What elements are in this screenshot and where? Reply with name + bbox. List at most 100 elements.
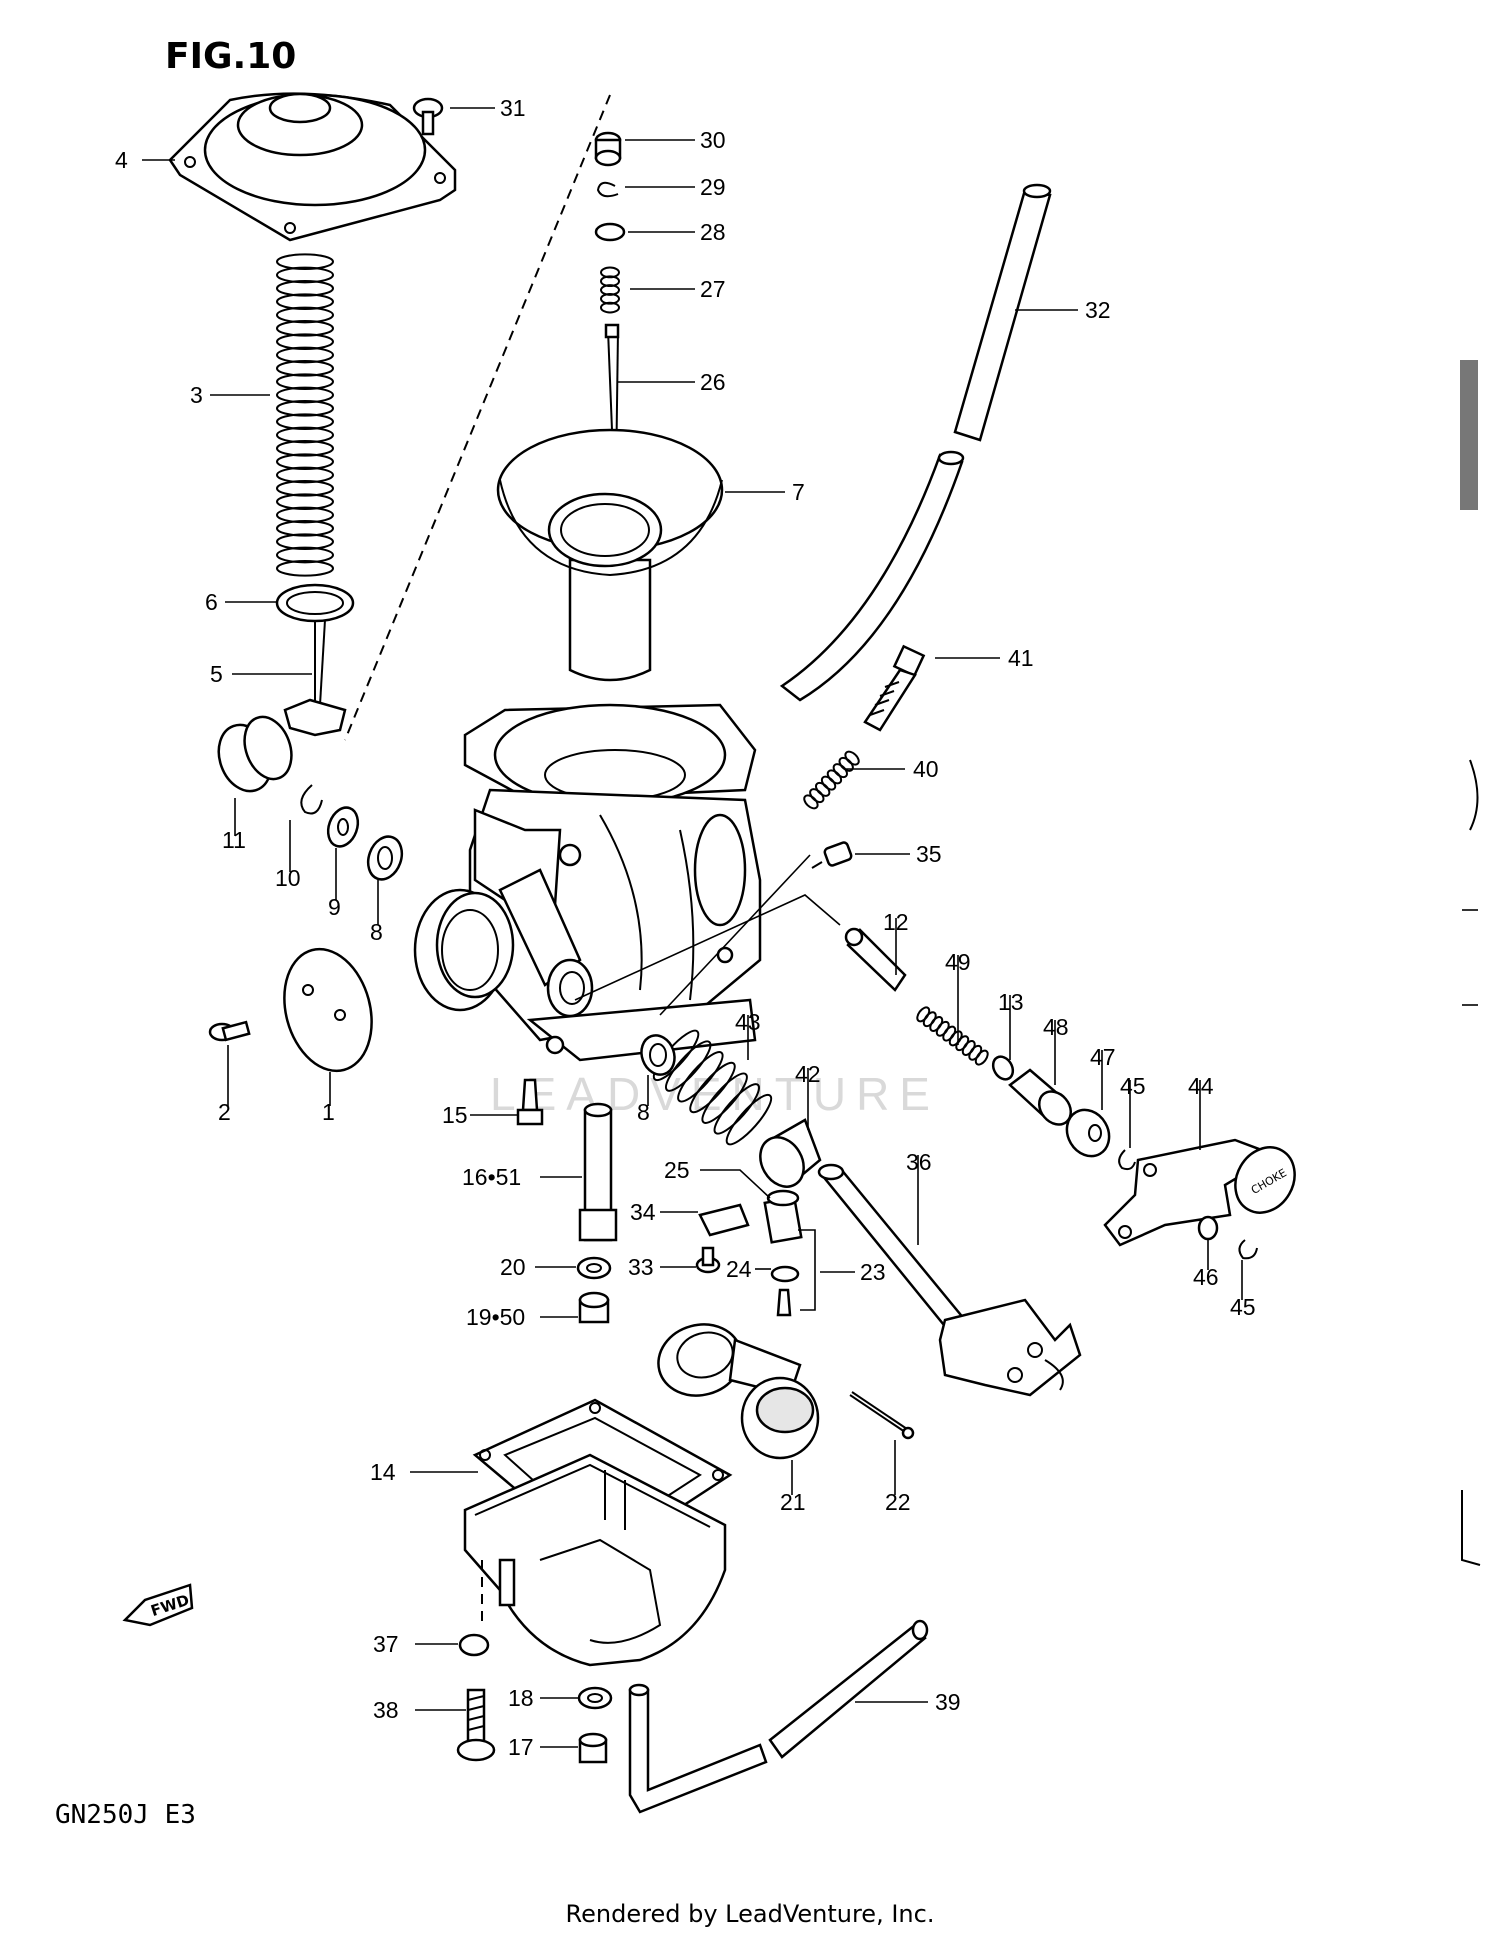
part-16-51-emulsion-tube [578,1102,618,1242]
callout-label-c7: 7 [792,479,805,505]
callout-label-c21: 21 [780,1489,806,1515]
part-1-cover-plate [283,947,373,1073]
callout-label-c2: 2 [218,1099,231,1125]
callout-leader-lines [142,107,1243,1748]
callout-label-c48: 48 [1043,1014,1069,1040]
part-32-hose [953,183,1052,442]
part-17-drain-plug [578,1732,608,1764]
assembly-guide-line [344,94,611,741]
part-43-spring [652,1029,773,1146]
part-9-washer [326,806,360,848]
part-4-top-cap [168,92,457,242]
part-35-screw [811,841,853,869]
spring43-coil [665,1040,712,1092]
spring3-coil [276,306,334,324]
model-code: GN250J E3 [55,1800,196,1830]
callout-label-c46: 46 [1193,1264,1219,1290]
part-6-ring [275,583,355,623]
part-30-cap [594,131,622,167]
spring3-coil [276,533,334,551]
callout-label-c20: 20 [500,1254,526,1280]
callout-label-c17: 17 [508,1734,534,1760]
scan-edge-marks [1460,360,1481,1566]
part-38-screw [456,1688,496,1762]
spring3-coil [276,480,334,497]
spring43-coil [713,1083,760,1135]
part-11-cap [217,715,293,793]
spring3-coil [276,453,334,470]
spring3-coil [276,519,334,537]
part-23-needle-valve [776,1288,792,1317]
callout-label-c47: 47 [1090,1044,1116,1070]
part-39-drain-hose [628,1619,929,1814]
spring43-coil [677,1051,724,1103]
part-45-clip-lower [1238,1239,1258,1260]
spring3-coil [276,440,334,457]
callout-label-c9: 9 [328,894,341,920]
fwd-arrow: FWD [122,1583,194,1627]
spring3-coil [276,546,334,564]
part-24-o-ring [770,1265,800,1283]
callout-label-c33: 33 [628,1254,654,1280]
part-27-spring [600,266,620,314]
callout-label-c28: 28 [700,219,726,245]
callout-label-c41: 41 [1008,645,1034,671]
spring27-coil [600,301,620,314]
callout-label-c45b: 45 [1230,1294,1256,1320]
spring49-coil [974,1049,989,1066]
callout-label-c40: 40 [913,756,939,782]
part-47-cap [1065,1108,1111,1158]
spring3-coil [276,333,334,350]
part-15-jet [516,1078,544,1126]
part-44-choke-bracket: CHOKE [1103,1138,1296,1247]
callout-label-c12: 12 [883,909,909,935]
part-8-o-ring-upper [366,835,404,881]
callout-label-c34: 34 [630,1199,656,1225]
part-2-screw [208,1020,251,1042]
spring3-coil [276,320,334,337]
callout-label-c45a: 45 [1120,1073,1146,1099]
watermark-text: LEADVENTURE [490,1068,940,1120]
callout-labels: 4313029282732263765414011109835124913484… [115,95,1256,1760]
callout-label-c1651: 16•51 [462,1164,521,1190]
spring43-coil [701,1072,748,1124]
spring40-coil [803,794,819,810]
part-20-washer [576,1256,612,1280]
callout-label-c5: 5 [210,661,223,687]
part-49-spring [916,1006,989,1066]
part-22-pin [849,1391,915,1440]
spring3-coil [276,466,334,484]
part-36-choke-shaft [817,1163,1082,1397]
spring3-coil [276,280,334,297]
callout-label-c49: 49 [945,949,971,975]
part-7-diaphragm-piston [496,428,724,682]
callout-label-c22: 22 [885,1489,911,1515]
spring3-coil [276,400,334,417]
callout-label-c43: 43 [735,1009,761,1035]
part-45-clip-upper [1118,1149,1136,1171]
float-bowl [463,1453,727,1667]
part-18-washer [577,1686,613,1710]
spring3-coil [276,293,334,310]
spring3-coil [276,493,334,510]
part-37-washer [458,1633,490,1657]
part-32-hose-lower [779,450,965,702]
part-46-washer [1197,1215,1219,1241]
callout-label-c14: 14 [370,1459,396,1485]
part-33-screw [695,1246,721,1274]
callout-label-c8b: 8 [637,1099,650,1125]
part-12-plunger [844,927,907,992]
spring3-coil [276,253,334,270]
part-8-o-ring-lower [640,1034,676,1076]
spring3-coil [276,266,334,284]
callout-label-c15: 15 [442,1102,468,1128]
callout-label-c31: 31 [500,95,526,121]
callout-label-c36: 36 [906,1149,932,1175]
callout-label-c13: 13 [998,989,1024,1015]
callout-label-c23: 23 [860,1259,886,1285]
callout-label-c25: 25 [664,1157,690,1183]
part-25-valve-seat [763,1189,803,1244]
callout-label-c27: 27 [700,276,726,302]
